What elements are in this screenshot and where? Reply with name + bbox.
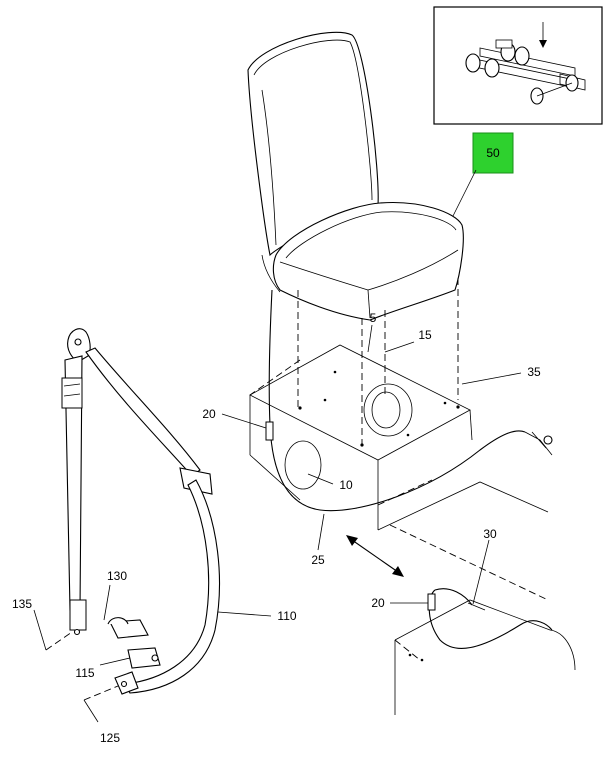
air-hose (268, 289, 526, 512)
leader-50 (451, 169, 477, 219)
seat-belt-assembly (61, 328, 221, 695)
leader-110 (217, 611, 272, 617)
leader-20a (221, 413, 267, 429)
leader-130 (103, 584, 111, 621)
hose-fitting-upper (265, 421, 274, 441)
callout-125[interactable]: 125 (100, 731, 120, 745)
leader-10 (307, 473, 334, 485)
hose-tee-fitting (524, 431, 553, 456)
floor-panel-detail (394, 588, 576, 715)
leader-35 (461, 372, 522, 385)
leader-125 (83, 699, 99, 723)
callout-35[interactable]: 35 (527, 365, 541, 379)
seat-riser-box (249, 344, 549, 601)
locator-inset (433, 6, 603, 125)
callout-15[interactable]: 15 (418, 328, 432, 342)
relocation-double-arrow (346, 535, 404, 577)
leader-135 (33, 609, 47, 651)
callout-20-upper[interactable]: 20 (202, 407, 216, 421)
leader-30 (472, 539, 490, 605)
callout-30[interactable]: 30 (483, 527, 497, 541)
leader-15 (384, 341, 415, 353)
callout-50-highlight[interactable] (472, 132, 514, 174)
callout-130[interactable]: 130 (107, 569, 127, 583)
callout-50-label: 50 (486, 146, 500, 160)
chassis-locator-icon (465, 22, 586, 105)
callout-5[interactable]: 5 (370, 311, 377, 325)
leader-115 (99, 657, 131, 666)
callout-110[interactable]: 110 (277, 609, 296, 623)
leader-5 (367, 324, 373, 353)
callout-135[interactable]: 135 (12, 597, 32, 611)
callout-25[interactable]: 25 (311, 553, 325, 567)
callout-115[interactable]: 115 (75, 666, 94, 680)
callout-20-lower[interactable]: 20 (371, 596, 385, 610)
seat-assembly (247, 31, 464, 321)
callout-10[interactable]: 10 (339, 478, 353, 492)
leader-25 (317, 513, 325, 551)
